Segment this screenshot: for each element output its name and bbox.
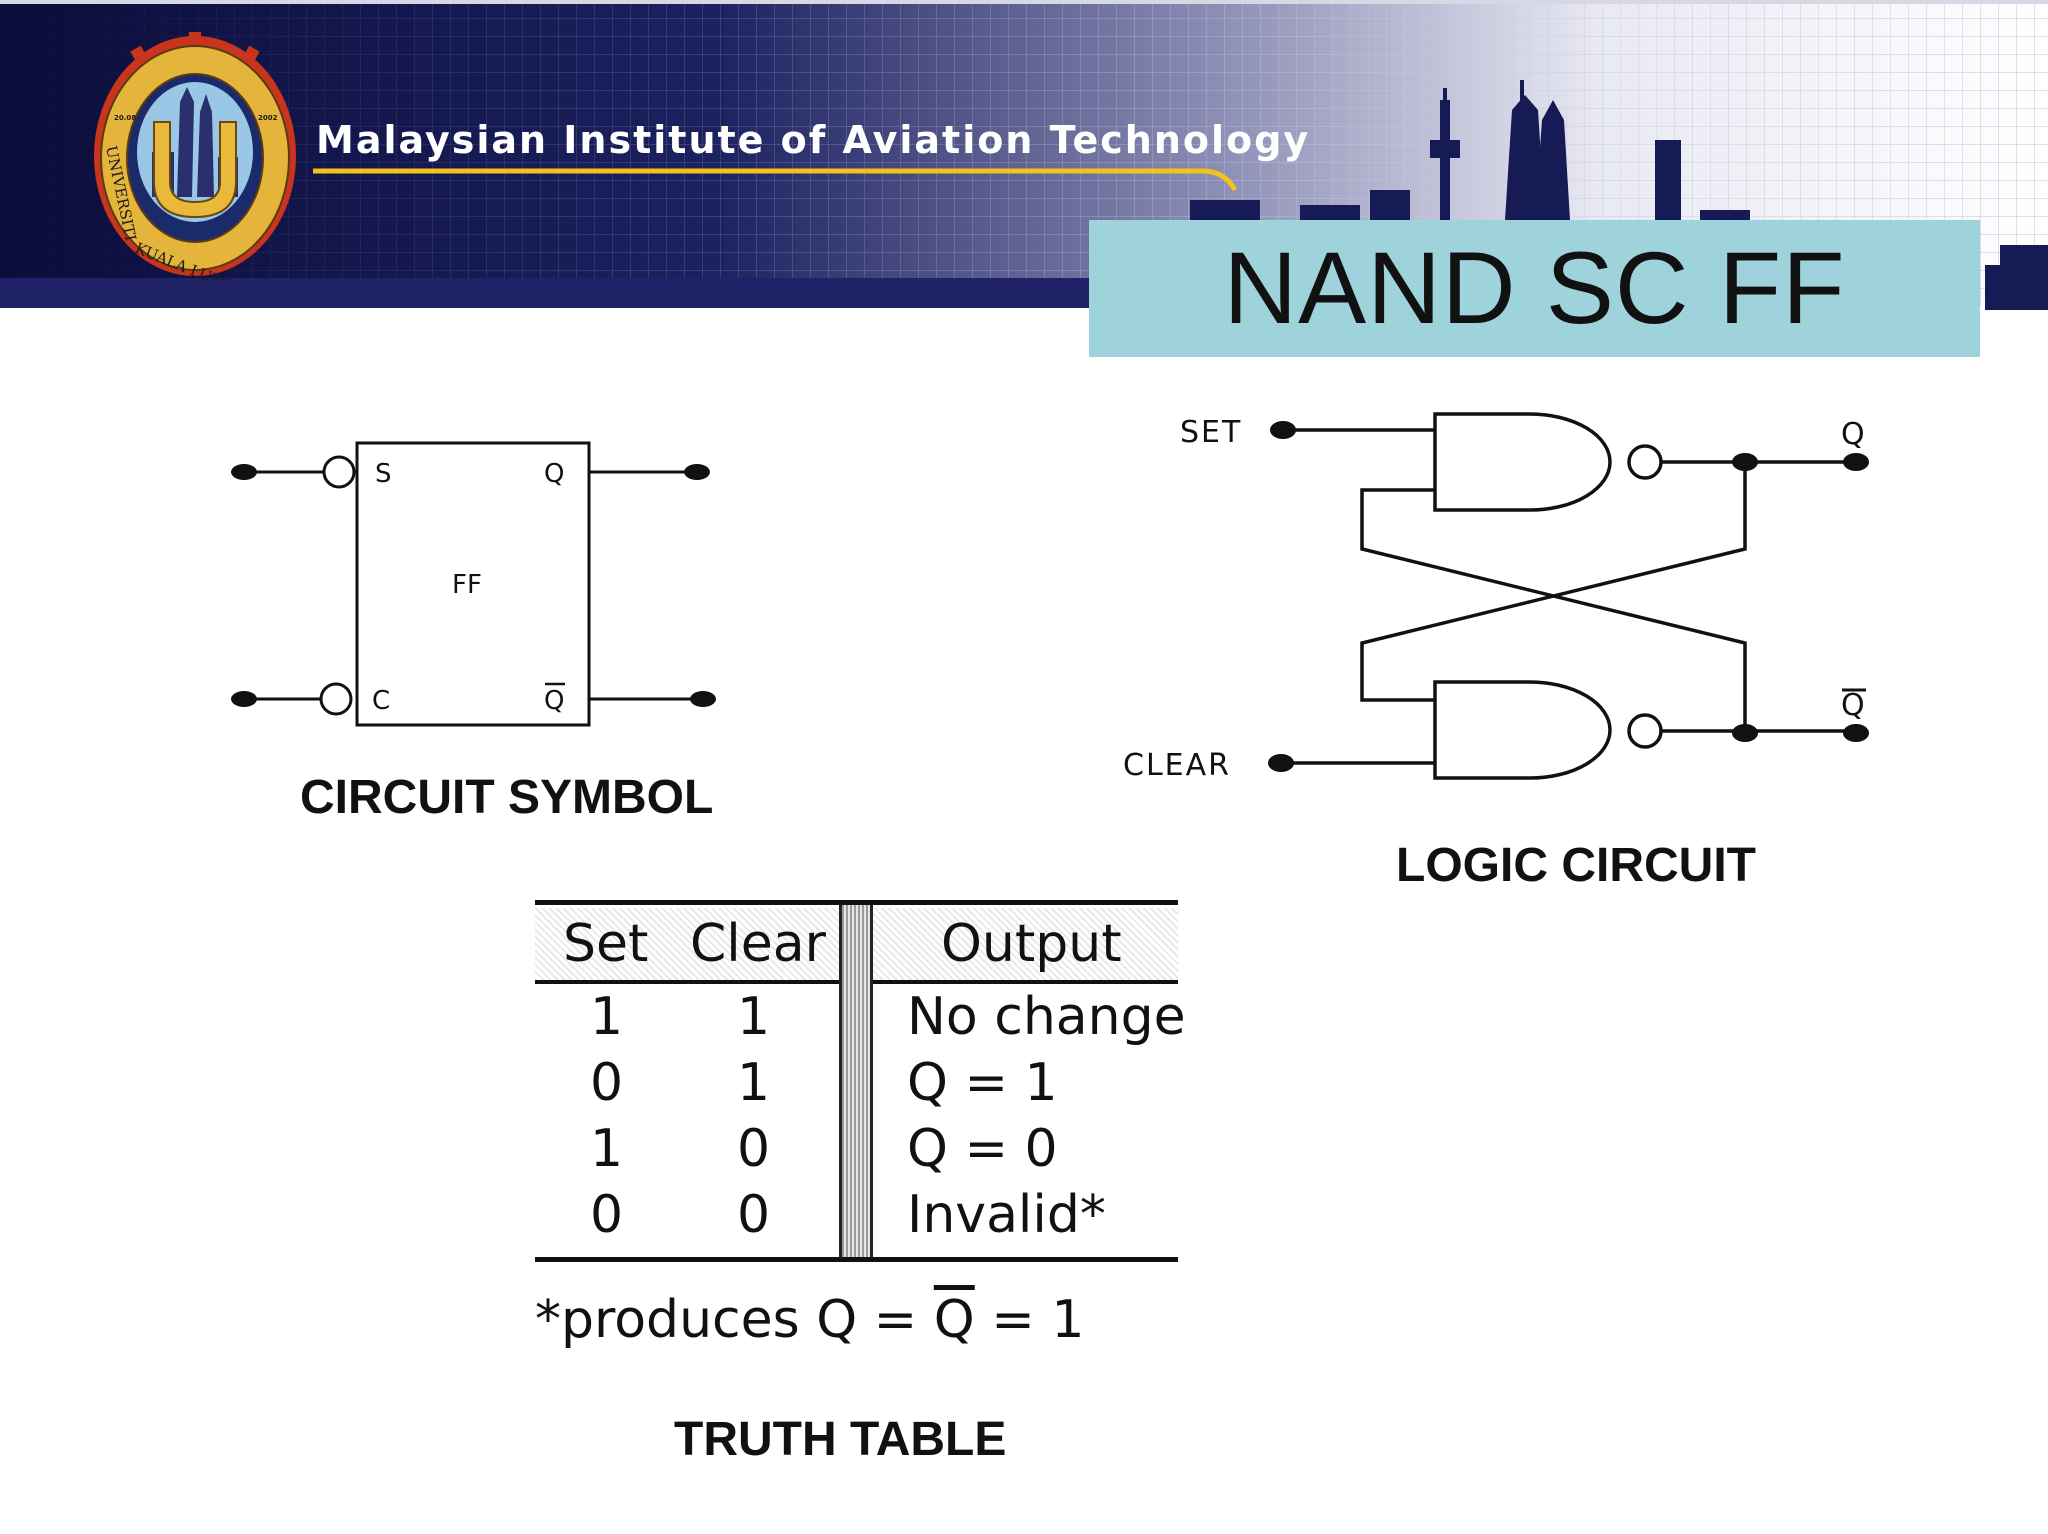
c-terminal (231, 691, 257, 707)
q-output-terminal (1843, 453, 1869, 471)
logic-circuit-caption: LOGIC CIRCUIT (1396, 839, 1756, 892)
ff-block-label: FF (452, 570, 482, 600)
row1-clear: 1 (737, 987, 771, 1047)
footnote-qbar: Q (933, 1290, 975, 1350)
row1-set: 1 (590, 987, 624, 1047)
row2-set: 0 (590, 1053, 624, 1113)
header-clear: Clear (690, 914, 826, 974)
slide-title-box: NAND SC FF (1089, 220, 1980, 357)
c-inversion-bubble (319, 682, 353, 716)
pin-q-label: Q (544, 459, 564, 489)
pin-c-label: C (372, 686, 390, 716)
footnote-suffix: = 1 (974, 1290, 1085, 1350)
set-input-label: SET (1180, 415, 1242, 450)
truth-table: Set Clear Output 1 1 No change 0 1 Q = 1… (535, 900, 1186, 1265)
row4-set: 0 (590, 1185, 624, 1245)
row2-output: Q = 1 (907, 1053, 1058, 1113)
circuit-symbol-caption: CIRCUIT SYMBOL (300, 771, 714, 824)
q-terminal (684, 464, 710, 480)
top-nand-bubble (1627, 444, 1663, 480)
qbar-terminal (690, 691, 716, 707)
table-top-rule (535, 900, 1178, 905)
row3-output: Q = 0 (907, 1119, 1058, 1179)
top-nand-gate (1433, 412, 1612, 512)
slide-title: NAND SC FF (1223, 231, 1846, 345)
clear-input-label: CLEAR (1123, 748, 1231, 783)
footnote-prefix: *produces Q = (535, 1290, 934, 1350)
row3-set: 1 (590, 1119, 624, 1179)
university-logo: UNIVERSITI KUALA LUMPUR 20.08 2002 (94, 32, 296, 280)
s-terminal (231, 464, 257, 480)
header-set: Set (563, 914, 649, 974)
bottom-nand-bubble (1627, 713, 1663, 749)
pin-qbar-label: Q (544, 686, 564, 716)
row2-clear: 1 (737, 1053, 771, 1113)
logo-year-right: 2002 (258, 114, 278, 122)
q-output-label: Q (1841, 417, 1867, 452)
qbar-output-terminal (1843, 724, 1869, 742)
row3-clear: 0 (737, 1119, 771, 1179)
row4-clear: 0 (737, 1185, 771, 1245)
header-output: Output (941, 914, 1122, 974)
s-inversion-bubble (322, 455, 356, 489)
ff-block (355, 441, 591, 727)
table-bottom-rule (535, 1257, 1178, 1262)
institute-name: Malaysian Institute of Aviation Technolo… (316, 118, 1311, 162)
row4-output: Invalid* (907, 1185, 1106, 1245)
header-banner (0, 0, 2048, 310)
truth-table-caption: TRUTH TABLE (674, 1413, 1007, 1466)
qbar-output-label: Q (1841, 688, 1867, 723)
table-column-divider (839, 905, 873, 1257)
truth-table-footnote: *produces Q = Q = 1 (535, 1290, 1084, 1350)
pin-s-label: S (375, 459, 392, 489)
bottom-nand-gate (1433, 680, 1612, 780)
logo-year-left: 20.08 (114, 114, 136, 122)
row1-output: No change (907, 987, 1186, 1047)
